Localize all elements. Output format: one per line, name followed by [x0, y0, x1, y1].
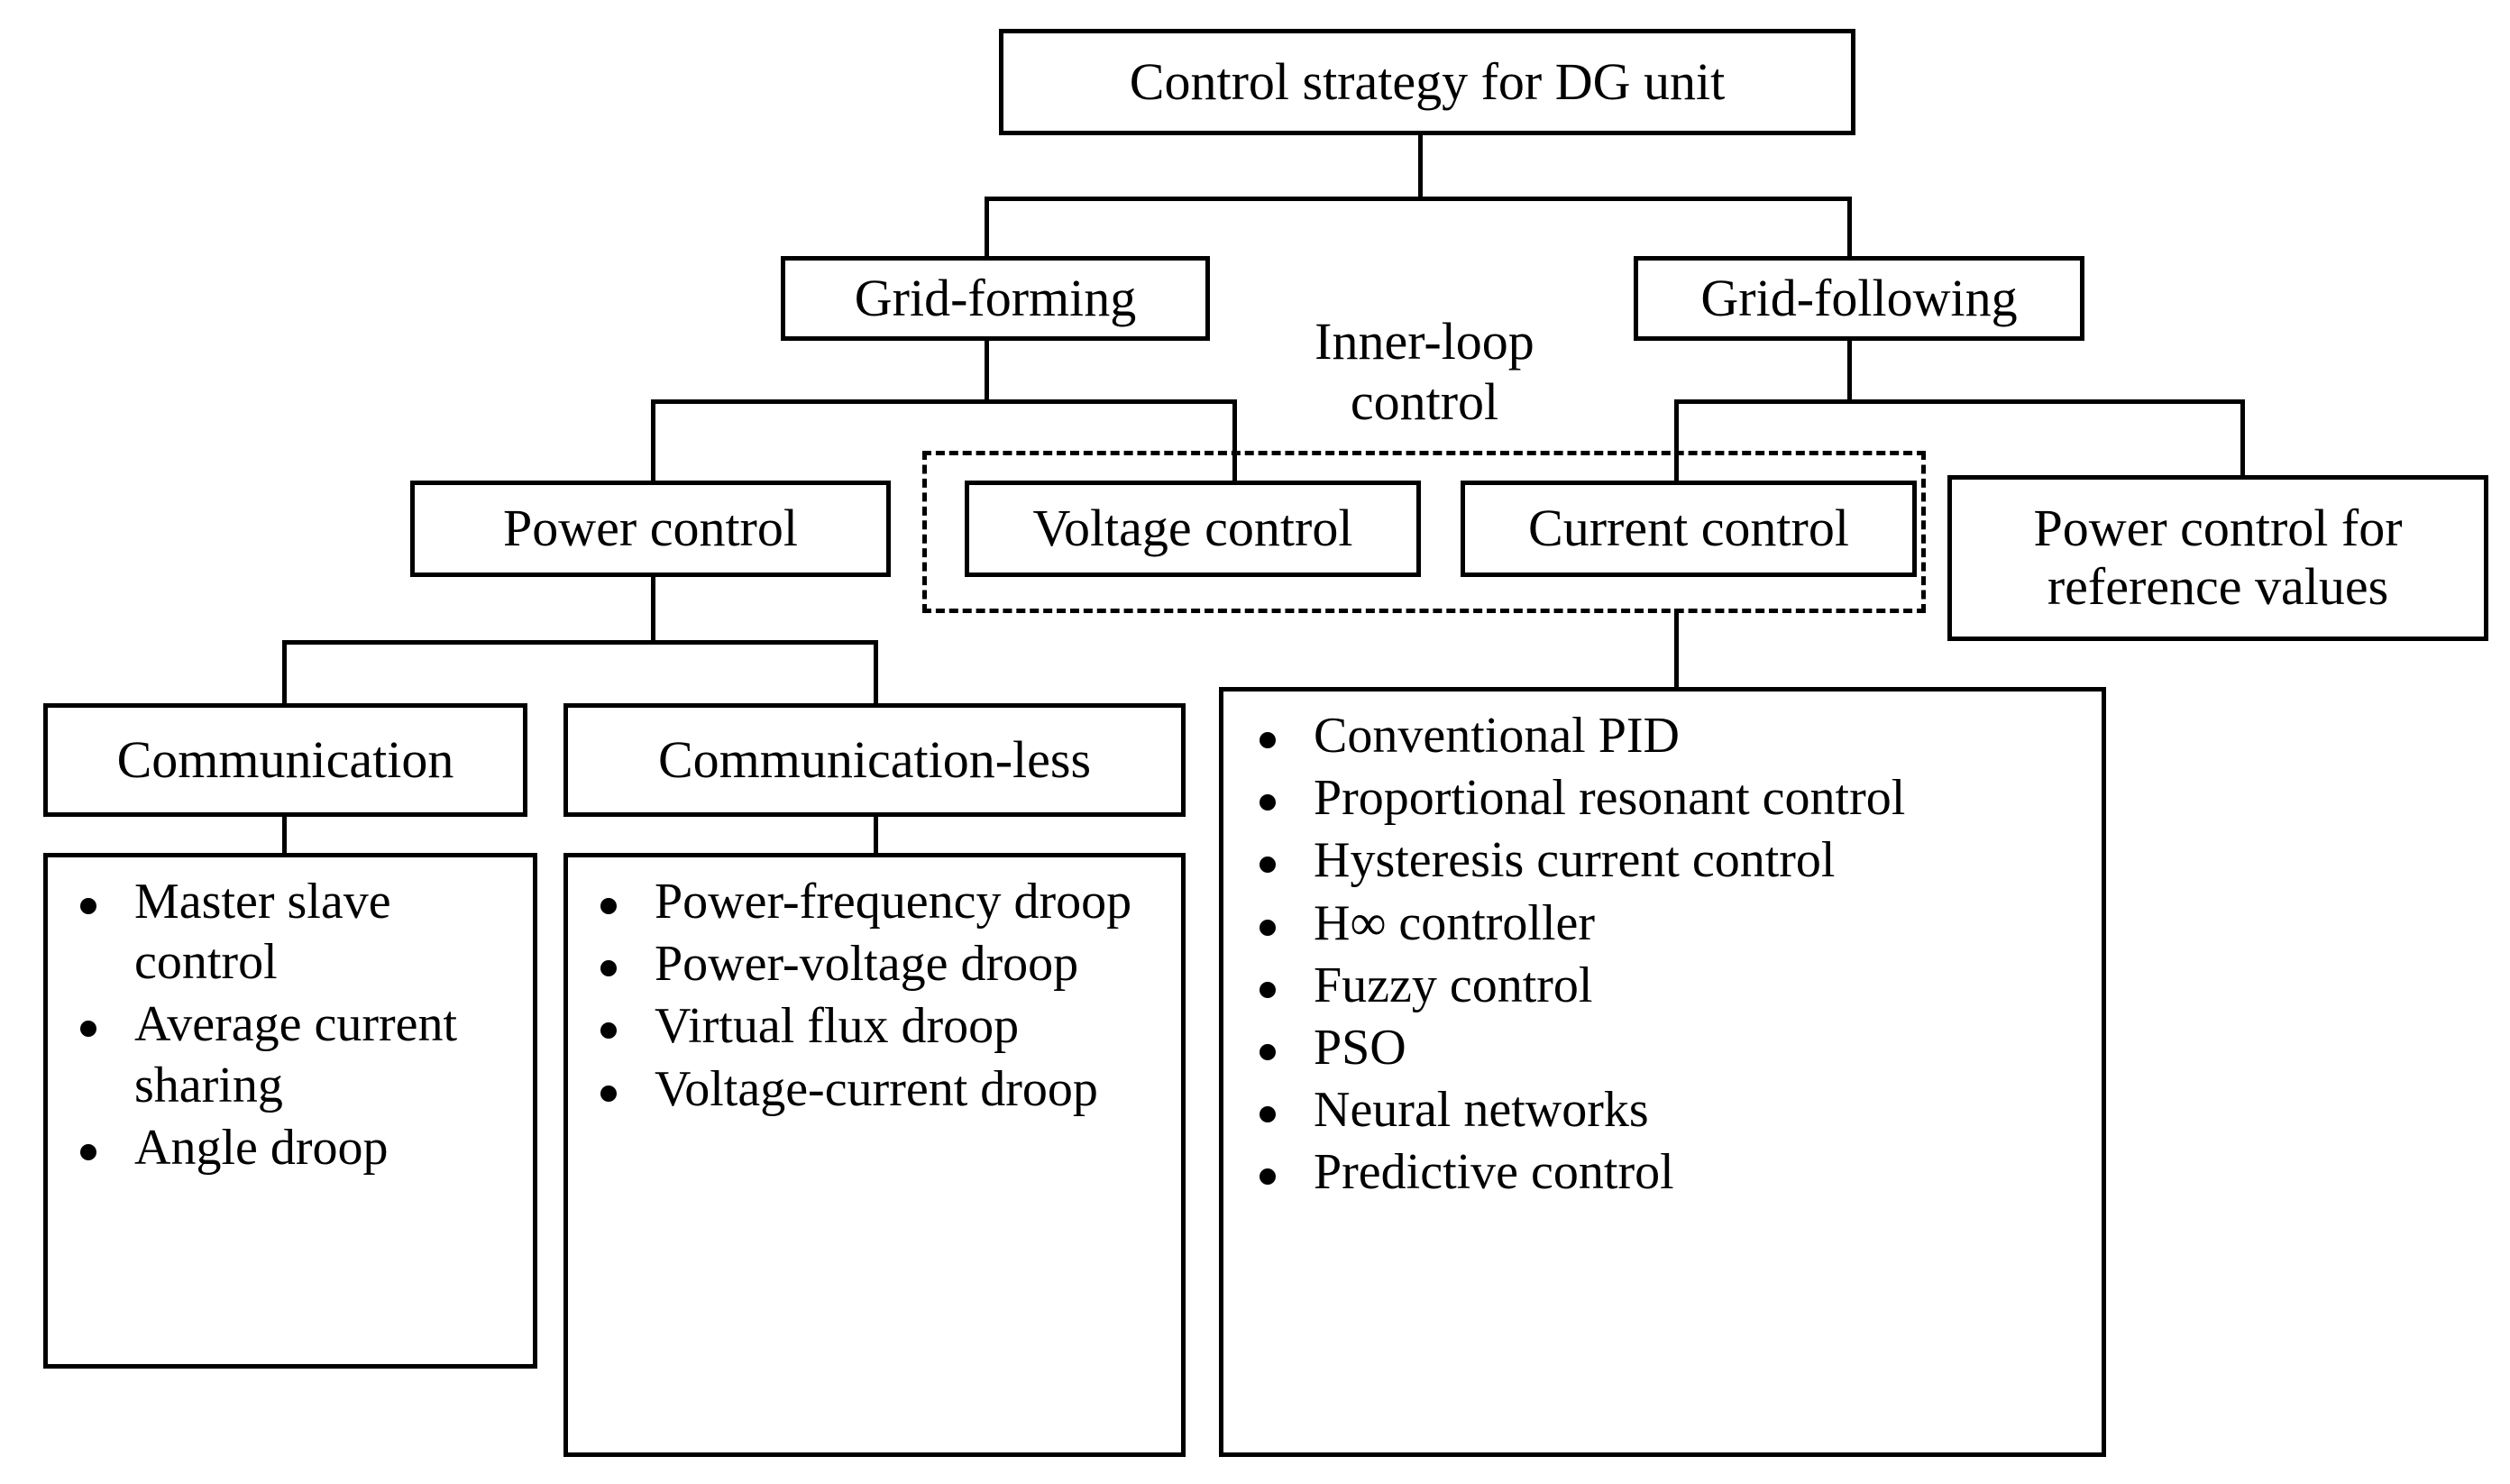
bullet-icon: [1260, 794, 1276, 811]
bullet-icon: [1260, 919, 1276, 936]
list-item: Power-voltage droop: [584, 934, 1170, 994]
listbox-current-control-methods[interactable]: Conventional PID Proportional resonant c…: [1219, 687, 2106, 1457]
node-control-strategy[interactable]: Control strategy for DG unit: [999, 29, 1855, 135]
list-item: Proportional resonant control: [1243, 768, 2091, 829]
connector-power-control-stem: [651, 577, 655, 644]
communication-list: Master slave control Average current sha…: [64, 872, 522, 1178]
list-item-label: Average current sharing: [134, 996, 458, 1113]
connector-root-bus: [985, 197, 1852, 201]
node-communication-less-label: Communication-less: [657, 729, 1092, 789]
list-item: Predictive control: [1243, 1142, 2091, 1203]
bullet-icon: [1260, 1106, 1276, 1123]
node-power-control-reference-label: Power control for reference values: [2033, 499, 2403, 616]
node-power-control-reference[interactable]: Power control for reference values: [1947, 475, 2488, 641]
bullet-icon: [1260, 981, 1276, 998]
bullet-icon: [1260, 1168, 1276, 1186]
node-power-control[interactable]: Power control: [410, 481, 891, 577]
bullet-icon: [600, 898, 617, 915]
bullet-icon: [80, 1143, 96, 1160]
list-item: PSO: [1243, 1018, 2091, 1078]
bullet-icon: [600, 1022, 617, 1040]
connector-grid-following-stem: [1847, 341, 1852, 401]
node-voltage-control-label: Voltage control: [1032, 499, 1353, 558]
list-item-label: Master slave control: [134, 874, 391, 991]
list-item-label: Fuzzy control: [1314, 957, 1593, 1013]
connector-grid-forming-stem: [985, 341, 989, 401]
bullet-icon: [1260, 1044, 1276, 1061]
node-control-strategy-label: Control strategy for DG unit: [1129, 51, 1726, 111]
connector-to-grid-following: [1847, 197, 1852, 256]
inner-loop-caption: Inner-loop control: [1315, 312, 1534, 432]
node-current-control[interactable]: Current control: [1461, 481, 1917, 577]
connector-to-grid-forming: [985, 197, 989, 256]
node-grid-following-label: Grid-following: [1700, 268, 2018, 327]
connector-communication-to-list: [282, 817, 287, 853]
list-item: Average current sharing: [64, 994, 522, 1115]
list-item: H∞ controller: [1243, 893, 2091, 954]
connector-power-control-bus: [282, 640, 878, 645]
current-control-methods-list: Conventional PID Proportional resonant c…: [1243, 706, 2091, 1204]
connector-root-stem: [1418, 135, 1423, 200]
node-power-control-label: Power control: [503, 499, 798, 558]
list-item-label: Hysteresis current control: [1314, 832, 1836, 889]
list-item-label: Voltage-current droop: [655, 1060, 1098, 1117]
inner-loop-group-box: [922, 451, 1926, 613]
node-communication-label: Communication: [116, 729, 454, 789]
list-item: Fuzzy control: [1243, 956, 2091, 1016]
bullet-icon: [600, 960, 617, 977]
connector-communication-less-to-list: [874, 817, 878, 853]
listbox-communication[interactable]: Master slave control Average current sha…: [43, 853, 537, 1369]
node-communication[interactable]: Communication: [43, 703, 527, 817]
list-item-label: Virtual flux droop: [655, 998, 1020, 1055]
connector-grid-forming-bus: [651, 399, 1237, 404]
list-item: Neural networks: [1243, 1080, 2091, 1140]
connector-to-communication-less: [874, 640, 878, 703]
node-voltage-control[interactable]: Voltage control: [965, 481, 1421, 577]
list-item: Master slave control: [64, 872, 522, 993]
list-item-label: Power-frequency droop: [655, 874, 1132, 930]
node-communication-less[interactable]: Communication-less: [563, 703, 1186, 817]
list-item: Angle droop: [64, 1118, 522, 1178]
connector-to-communication: [282, 640, 287, 703]
list-item: Hysteresis current control: [1243, 830, 2091, 891]
list-item-label: PSO: [1314, 1019, 1406, 1076]
connector-grid-following-bus: [1674, 399, 2245, 404]
list-item-label: Conventional PID: [1314, 708, 1680, 764]
connector-to-voltage-control: [1232, 399, 1237, 481]
node-current-control-label: Current control: [1528, 499, 1849, 558]
list-item: Voltage-current droop: [584, 1059, 1170, 1120]
node-grid-following[interactable]: Grid-following: [1634, 256, 2084, 341]
list-item-label: Neural networks: [1314, 1082, 1649, 1139]
list-item: Conventional PID: [1243, 706, 2091, 766]
node-grid-forming-label: Grid-forming: [854, 268, 1137, 327]
bullet-icon: [600, 1085, 617, 1102]
connector-current-control-to-list: [1674, 609, 1679, 694]
bullet-icon: [80, 1021, 96, 1038]
bullet-icon: [1260, 732, 1276, 749]
listbox-communication-less[interactable]: Power-frequency droop Power-voltage droo…: [563, 853, 1186, 1457]
communication-less-list: Power-frequency droop Power-voltage droo…: [584, 872, 1170, 1120]
list-item-label: Power-voltage droop: [655, 936, 1079, 993]
list-item: Power-frequency droop: [584, 872, 1170, 932]
bullet-icon: [80, 898, 96, 915]
list-item-label: H∞ controller: [1314, 894, 1596, 951]
list-item: Virtual flux droop: [584, 996, 1170, 1057]
list-item-label: Predictive control: [1314, 1144, 1674, 1201]
list-item-label: Proportional resonant control: [1314, 770, 1906, 827]
bullet-icon: [1260, 857, 1276, 874]
connector-to-current-control: [1674, 399, 1679, 481]
connector-to-power-reference: [2240, 399, 2245, 481]
node-grid-forming[interactable]: Grid-forming: [781, 256, 1210, 341]
connector-to-power-control: [651, 399, 655, 481]
list-item-label: Angle droop: [134, 1119, 389, 1176]
